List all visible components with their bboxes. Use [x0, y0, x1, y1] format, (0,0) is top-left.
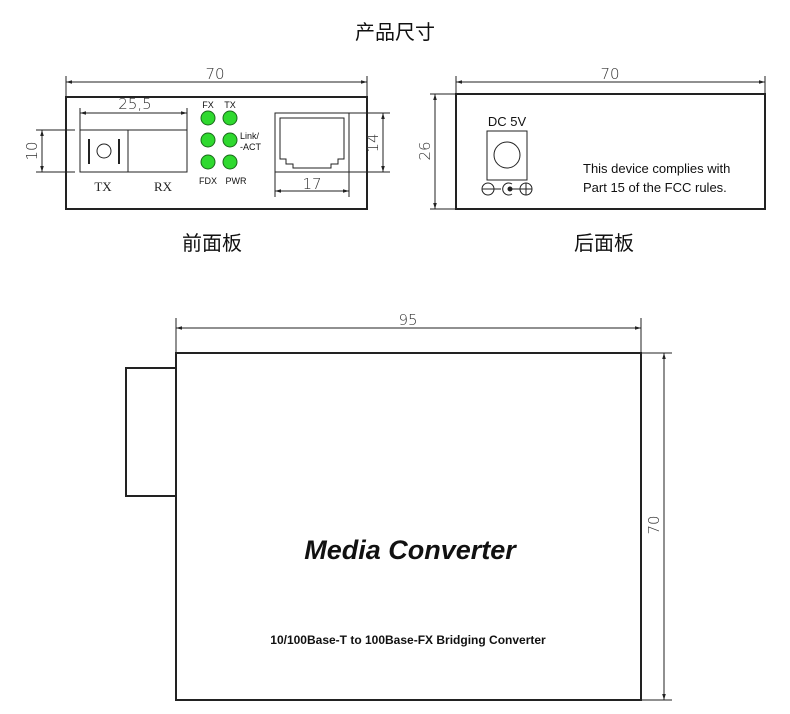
product-name: Media Converter — [304, 535, 517, 565]
led-label-fx: FX — [202, 100, 214, 110]
port-rx-label: RX — [154, 179, 173, 194]
led-label-act: -ACT — [240, 142, 261, 152]
back-panel: 70 26 DC 5V This device complies with Pa… — [416, 65, 766, 210]
fcc-line-2: Part 15 of the FCC rules. — [583, 180, 727, 195]
led-label-tx: TX — [224, 100, 236, 110]
back-panel-outline — [455, 93, 766, 210]
polarity-icon — [481, 182, 533, 196]
front-width-dim: 70 — [205, 65, 224, 83]
led-pwr — [222, 154, 238, 170]
top-view: 95 70 Media Converter 10/100Base-T to 10… — [125, 311, 672, 701]
fiber-module-tab — [125, 367, 177, 497]
fiber-width-dim: 25,5 — [118, 95, 151, 113]
led-fdx — [200, 154, 216, 170]
rj45-contour — [279, 117, 345, 169]
rj45-width-dim: 17 — [302, 175, 321, 193]
led-link — [222, 132, 238, 148]
led-fx — [200, 110, 216, 126]
fiber-height-dim: 10 — [23, 141, 41, 160]
power-label: DC 5V — [488, 114, 527, 129]
width-dim: 70 — [645, 515, 663, 534]
back-height-dim: 26 — [416, 141, 434, 160]
front-panel: 70 25,5 10 TX RX FX TX Link/ -ACT FDX PW… — [23, 65, 390, 210]
led-label-pwr: PWR — [226, 176, 247, 186]
fcc-line-1: This device complies with — [583, 161, 730, 176]
front-panel-caption: 前面板 — [182, 231, 242, 255]
led-label-link: Link/ — [240, 131, 260, 141]
led-tx — [222, 110, 238, 126]
device-body — [175, 352, 642, 701]
led-label-fdx: FDX — [199, 176, 217, 186]
rj45-port — [274, 112, 350, 173]
dc-jack — [486, 130, 528, 181]
sc-connector — [79, 129, 129, 173]
page-title: 产品尺寸 — [355, 20, 435, 44]
length-dim: 95 — [398, 311, 417, 329]
led-fdx-top — [200, 132, 216, 148]
rj45-height-dim: 14 — [364, 133, 382, 152]
port-tx-label: TX — [94, 179, 112, 194]
product-description: 10/100Base-T to 100Base-FX Bridging Conv… — [270, 633, 546, 647]
back-panel-caption: 后面板 — [574, 231, 634, 255]
back-width-dim: 70 — [600, 65, 619, 83]
